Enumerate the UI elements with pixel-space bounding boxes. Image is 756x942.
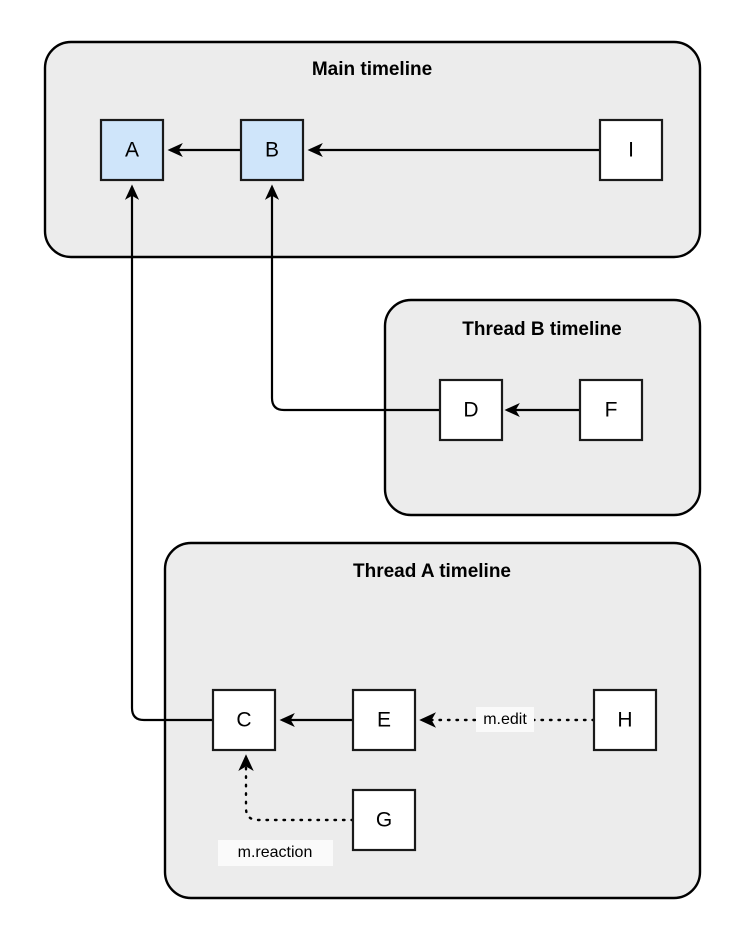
node-D-label: D	[463, 399, 478, 422]
node-B-box[interactable]	[239, 118, 305, 182]
node-E-label: E	[377, 709, 391, 732]
node-G[interactable]: G	[351, 788, 417, 852]
node-B[interactable]: B	[239, 118, 305, 182]
edge-G-to-C-label: m.reaction	[238, 844, 313, 861]
group-thread-b-timeline-box	[383, 298, 702, 517]
node-F-box[interactable]	[578, 378, 644, 442]
node-F-label: F	[605, 399, 618, 422]
node-F[interactable]: F	[578, 378, 644, 442]
node-D-box[interactable]	[438, 378, 504, 442]
group-main-timeline-title: Main timeline	[312, 59, 432, 80]
node-I-label: I	[628, 139, 634, 162]
node-D[interactable]: D	[438, 378, 504, 442]
node-H-box[interactable]	[592, 688, 658, 752]
edge-H-to-E-label: m.edit	[483, 711, 527, 728]
node-C-box[interactable]	[211, 688, 277, 752]
node-G-box[interactable]	[351, 788, 417, 852]
node-H[interactable]: H	[592, 688, 658, 752]
node-C-label: C	[236, 709, 251, 732]
edge-G-to-C	[238, 754, 355, 822]
node-B-label: B	[265, 139, 279, 162]
edge-H-to-E-label-bg	[476, 707, 534, 732]
node-E[interactable]: E	[351, 688, 417, 752]
edge-C-to-A	[124, 184, 213, 722]
edge-G-to-C-label-bg	[218, 840, 333, 866]
group-thread-b-timeline-title: Thread B timeline	[462, 319, 621, 340]
group-thread-a-timeline-title: Thread A timeline	[353, 561, 511, 582]
node-C[interactable]: C	[211, 688, 277, 752]
node-A[interactable]: A	[99, 118, 165, 182]
node-E-box[interactable]	[351, 688, 417, 752]
node-H-label: H	[617, 709, 632, 732]
node-A-label: A	[125, 139, 139, 162]
edge-D-to-B	[264, 184, 440, 412]
node-I-box[interactable]	[598, 118, 664, 182]
group-thread-b-timeline: Thread B timeline	[383, 298, 702, 517]
node-G-label: G	[376, 809, 392, 832]
node-I[interactable]: I	[598, 118, 664, 182]
node-A-box[interactable]	[99, 118, 165, 182]
